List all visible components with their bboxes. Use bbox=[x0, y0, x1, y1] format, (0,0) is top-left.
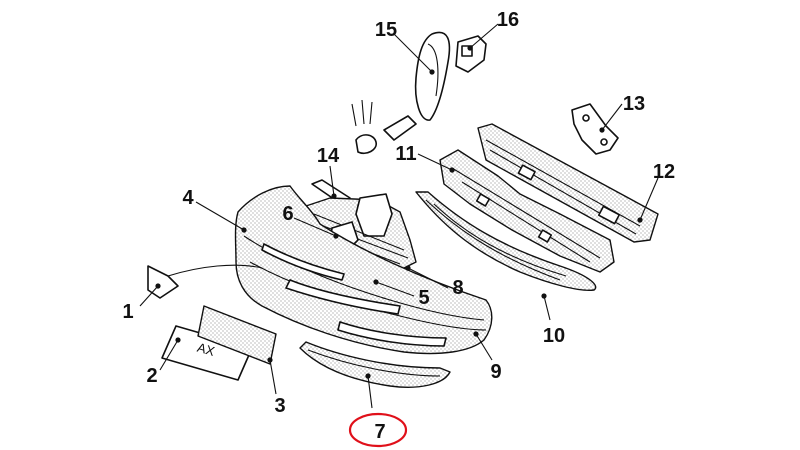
plate-holder bbox=[197, 305, 277, 365]
callout-15: 15 bbox=[375, 19, 397, 41]
callout-12: 12 bbox=[653, 161, 675, 183]
callout-4: 4 bbox=[182, 187, 194, 209]
mounting-bracket bbox=[571, 103, 619, 155]
bulb-socket bbox=[351, 99, 417, 155]
lower-trim-strip bbox=[299, 341, 451, 388]
side-marker-lamp bbox=[414, 31, 451, 121]
callout-5: 5 bbox=[418, 287, 429, 309]
callout-16: 16 bbox=[497, 9, 519, 31]
bumper-reinforcement-beam bbox=[477, 123, 659, 243]
bumper-cover bbox=[234, 185, 493, 355]
tow-hook-cover bbox=[147, 264, 263, 299]
callout-11: 11 bbox=[395, 143, 416, 165]
callout-10: 10 bbox=[543, 325, 565, 347]
leader-lines bbox=[139, 23, 659, 409]
leader-dots bbox=[155, 45, 643, 379]
callout-7: 7 bbox=[374, 421, 385, 443]
callout-14: 14 bbox=[317, 145, 340, 167]
connector-part bbox=[455, 35, 487, 73]
callout-8: 8 bbox=[452, 277, 463, 299]
callout-9: 9 bbox=[490, 361, 501, 383]
callout-1: 1 bbox=[122, 301, 133, 323]
energy-absorber bbox=[439, 149, 615, 273]
plate-text: AX bbox=[196, 340, 217, 359]
highlight-circle bbox=[348, 412, 408, 448]
callout-13: 13 bbox=[623, 93, 645, 115]
lower-grille bbox=[415, 191, 597, 292]
callout-6: 6 bbox=[282, 203, 293, 225]
callout-2: 2 bbox=[146, 365, 157, 387]
callout-3: 3 bbox=[274, 395, 285, 417]
